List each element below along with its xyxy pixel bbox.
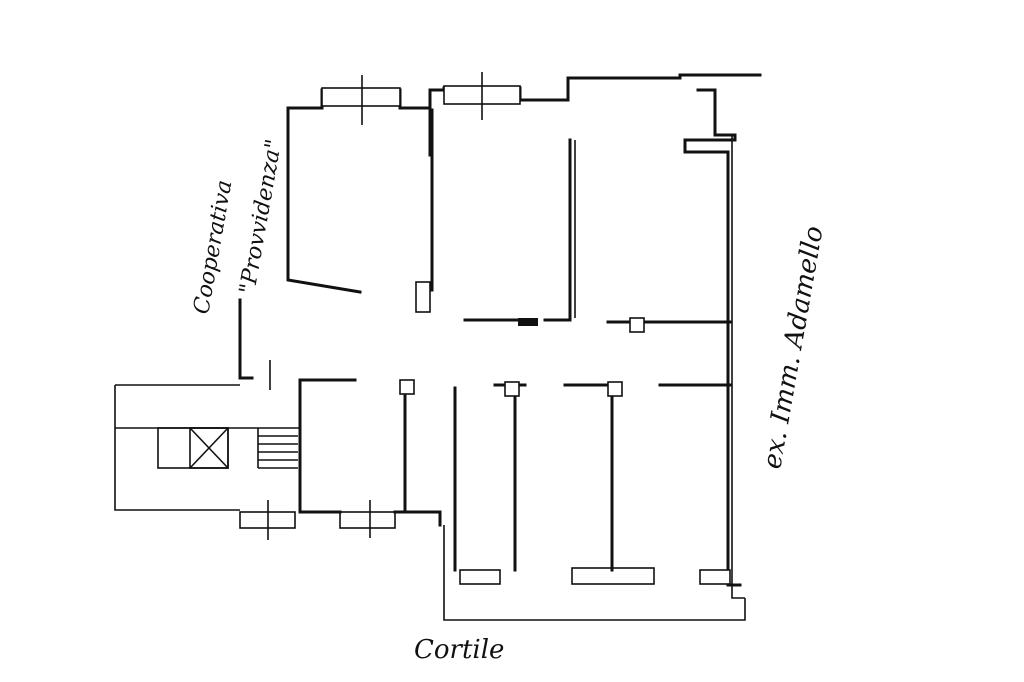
courtyard-boundary — [443, 525, 746, 621]
stairwell — [114, 360, 300, 511]
label-cooperativa: Cooperativa — [189, 178, 237, 316]
label-cortile: Cortile — [414, 635, 504, 665]
label-ex-imm-adamello: ex. Imm. Adamello — [757, 224, 829, 471]
inner-walls — [238, 281, 732, 572]
label-provvidenza: "Provvidenza" — [235, 137, 287, 296]
window-frames — [239, 72, 731, 585]
